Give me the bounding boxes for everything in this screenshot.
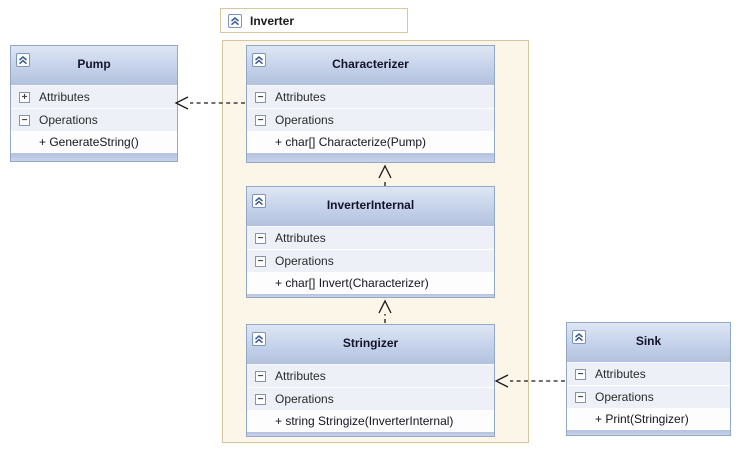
operation-member[interactable]: + char[] Invert(Characterizer)	[247, 273, 494, 293]
operations-row[interactable]: − Operations	[567, 386, 730, 409]
class-name: Characterizer	[332, 57, 409, 71]
operation-member[interactable]: + GenerateString()	[11, 132, 177, 152]
attributes-row[interactable]: − Attributes	[247, 86, 494, 109]
plus-box-icon[interactable]: +	[19, 91, 30, 103]
class-header[interactable]: InverterInternal	[247, 187, 494, 227]
attributes-row[interactable]: − Attributes	[567, 363, 730, 386]
double-chevron-up-icon	[574, 332, 584, 342]
class-box-inverterinternal[interactable]: InverterInternal − Attributes − Operatio…	[246, 186, 495, 298]
double-chevron-up-icon	[254, 196, 264, 206]
operation-signature: + char[] Characterize(Pump)	[275, 135, 427, 149]
minus-box-icon[interactable]: −	[255, 91, 266, 103]
attributes-label: Attributes	[275, 369, 326, 383]
package-name: Inverter	[250, 13, 295, 28]
package-inverter-tab[interactable]: Inverter	[220, 8, 408, 33]
minus-box-icon[interactable]: −	[255, 255, 266, 267]
class-header[interactable]: Stringizer	[247, 325, 494, 365]
operations-row[interactable]: − Operations	[247, 250, 494, 273]
class-name: InverterInternal	[326, 198, 415, 212]
class-footer	[11, 152, 177, 161]
minus-box-icon[interactable]: −	[19, 114, 30, 126]
minus-box-icon[interactable]: −	[575, 391, 586, 403]
operations-label: Operations	[39, 113, 98, 127]
minus-box-icon[interactable]: −	[255, 370, 266, 382]
operation-member[interactable]: + string Stringize(InverterInternal)	[247, 411, 494, 431]
class-footer	[567, 429, 730, 435]
double-chevron-up-icon	[18, 55, 28, 65]
operation-member[interactable]: + char[] Characterize(Pump)	[247, 132, 494, 152]
class-box-pump[interactable]: Pump + Attributes − Operations + Generat…	[10, 45, 178, 162]
class-box-stringizer[interactable]: Stringizer − Attributes − Operations + s…	[246, 324, 495, 437]
operation-signature: + string Stringize(InverterInternal)	[275, 414, 454, 428]
class-footer	[247, 293, 494, 297]
operation-signature: + GenerateString()	[39, 135, 139, 149]
operations-label: Operations	[275, 254, 334, 268]
class-box-characterizer[interactable]: Characterizer − Attributes − Operations …	[246, 45, 495, 163]
operations-label: Operations	[595, 390, 654, 404]
minus-box-icon[interactable]: −	[255, 114, 266, 126]
collapse-chevron-icon[interactable]	[252, 53, 266, 67]
class-name: Stringizer	[342, 336, 399, 350]
operation-member[interactable]: + Print(Stringizer)	[567, 409, 730, 429]
operations-row[interactable]: − Operations	[11, 109, 177, 132]
class-header[interactable]: Pump	[11, 46, 177, 86]
operations-label: Operations	[275, 392, 334, 406]
double-chevron-up-icon	[254, 334, 264, 344]
class-footer	[247, 152, 494, 162]
collapse-chevron-icon[interactable]	[252, 332, 266, 346]
collapse-chevron-icon[interactable]	[572, 330, 586, 344]
operation-signature: + Print(Stringizer)	[595, 412, 689, 426]
operations-row[interactable]: − Operations	[247, 109, 494, 132]
class-name: Sink	[635, 334, 662, 348]
attributes-row[interactable]: + Attributes	[11, 86, 177, 109]
collapse-chevron-icon[interactable]	[16, 53, 30, 67]
collapse-chevron-icon[interactable]	[252, 194, 266, 208]
class-header[interactable]: Characterizer	[247, 46, 494, 86]
minus-box-icon[interactable]: −	[255, 232, 266, 244]
class-name: Pump	[77, 57, 111, 71]
minus-box-icon[interactable]: −	[575, 368, 586, 380]
operation-signature: + char[] Invert(Characterizer)	[275, 276, 429, 290]
operations-row[interactable]: − Operations	[247, 388, 494, 411]
attributes-label: Attributes	[595, 367, 646, 381]
attributes-label: Attributes	[39, 90, 90, 104]
attributes-row[interactable]: − Attributes	[247, 227, 494, 250]
attributes-label: Attributes	[275, 90, 326, 104]
attributes-label: Attributes	[275, 231, 326, 245]
class-header[interactable]: Sink	[567, 323, 730, 363]
class-footer	[247, 431, 494, 436]
operations-label: Operations	[275, 113, 334, 127]
double-chevron-up-icon	[230, 16, 240, 25]
double-chevron-up-icon	[254, 55, 264, 65]
minus-box-icon[interactable]: −	[255, 393, 266, 405]
class-box-sink[interactable]: Sink − Attributes − Operations + Print(S…	[566, 322, 731, 436]
collapse-chevron-icon[interactable]	[228, 13, 242, 28]
attributes-row[interactable]: − Attributes	[247, 365, 494, 388]
